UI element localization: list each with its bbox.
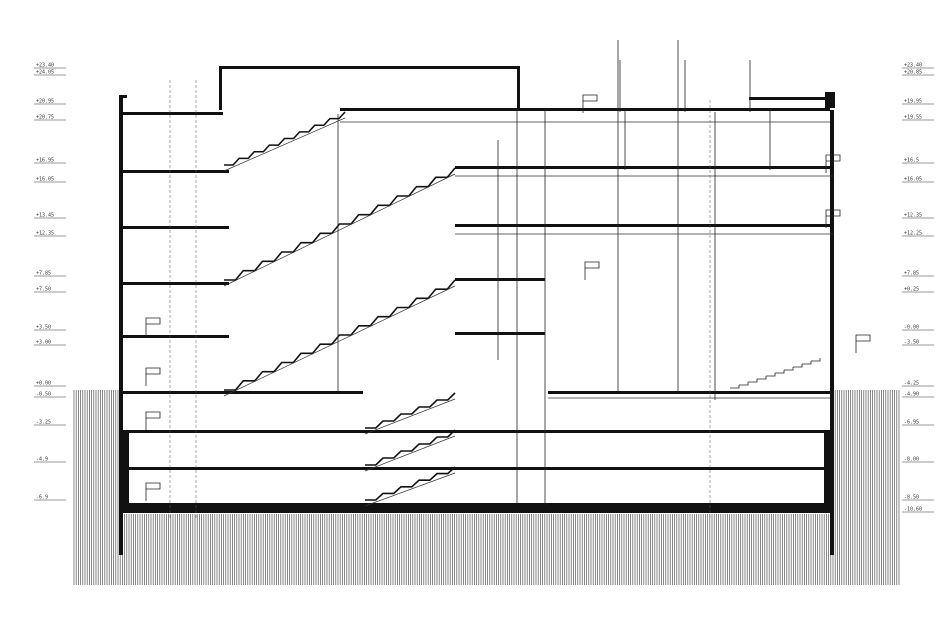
level-label: -4.90 xyxy=(904,392,919,398)
level-label: +20.85 xyxy=(904,70,922,76)
level-label: -4.25 xyxy=(904,381,919,387)
stair-soffit xyxy=(223,285,456,397)
level-label: -3.25 xyxy=(36,420,51,426)
level-label: -0.00 xyxy=(904,325,919,331)
section-marker xyxy=(145,482,161,501)
level-label: +13.45 xyxy=(36,213,54,219)
slab xyxy=(363,430,828,433)
level-label: +23.40 xyxy=(904,63,922,69)
section-marker xyxy=(855,334,871,353)
level-label: +24.05 xyxy=(36,70,54,76)
level-label: +16.05 xyxy=(36,177,54,183)
level-label: -6.9 xyxy=(36,495,48,501)
stair-soffit xyxy=(223,117,346,172)
stair-soffit xyxy=(364,435,456,472)
stair-soffit xyxy=(223,173,456,287)
section-marker xyxy=(145,411,161,430)
slab xyxy=(123,335,229,338)
slab xyxy=(363,467,828,470)
level-label: +20.75 xyxy=(36,115,54,121)
slab xyxy=(123,170,229,173)
seating-step xyxy=(802,361,812,365)
stair-soffit xyxy=(364,398,456,435)
level-label: -0.50 xyxy=(36,392,51,398)
slab xyxy=(123,282,229,285)
level-label: +16.95 xyxy=(36,158,54,164)
level-label: +7.85 xyxy=(904,271,919,277)
slab xyxy=(455,224,833,227)
slab xyxy=(123,226,229,229)
seating-step xyxy=(739,382,749,386)
level-label: +12.25 xyxy=(904,231,922,237)
level-label: +7.85 xyxy=(36,271,51,277)
floor-slabs xyxy=(123,108,833,470)
ground-right xyxy=(834,390,900,585)
level-label: +3.50 xyxy=(36,325,51,331)
stair-flight xyxy=(224,279,456,391)
level-label: +0.25 xyxy=(904,287,919,293)
slab xyxy=(455,166,833,169)
section-marker xyxy=(825,209,841,228)
level-label: +16.05 xyxy=(904,177,922,183)
seating-step xyxy=(811,358,821,362)
left-level-markers: +23.40+24.05 +20.95 +20.75 +16.95 +16.05 +13.… xyxy=(34,63,66,501)
level-label: +3.00 xyxy=(36,340,51,346)
level-label: -10.60 xyxy=(904,507,922,513)
section-marker xyxy=(145,367,161,386)
seating-step xyxy=(730,385,740,389)
level-label: -3.50 xyxy=(904,340,919,346)
seating-step xyxy=(748,379,758,383)
level-label: +0.00 xyxy=(36,381,51,387)
seating-step xyxy=(757,376,767,380)
slab xyxy=(123,112,223,115)
slab xyxy=(340,108,830,111)
level-label: +12.35 xyxy=(36,231,54,237)
section-marker xyxy=(582,94,598,113)
slab xyxy=(123,430,363,433)
slab xyxy=(548,391,830,394)
level-label: +23.40 xyxy=(36,63,54,69)
ground-hatch xyxy=(73,390,900,585)
stair-soffit xyxy=(364,472,456,507)
internal-partitions xyxy=(145,40,871,520)
level-label: -8.50 xyxy=(904,495,919,501)
building-outline xyxy=(119,66,835,555)
seating-step xyxy=(784,367,794,371)
level-label: +7.50 xyxy=(36,287,51,293)
seating-step xyxy=(766,373,776,377)
stair-flight xyxy=(365,429,456,466)
level-label: -6.95 xyxy=(904,420,919,426)
stair-flight xyxy=(365,466,456,501)
slab xyxy=(455,332,545,335)
stair-flight xyxy=(365,392,456,429)
level-label: -8.00 xyxy=(904,457,919,463)
stair-flights xyxy=(223,111,456,507)
slab xyxy=(123,391,363,394)
level-label: +19.95 xyxy=(904,99,922,105)
stair-flight xyxy=(224,111,346,166)
level-label: +20.95 xyxy=(36,99,54,105)
level-label: +16.5 xyxy=(904,158,919,164)
section-marker xyxy=(584,261,600,280)
slab xyxy=(455,278,545,281)
slab xyxy=(123,467,363,470)
section-marker xyxy=(825,154,841,173)
seating-step xyxy=(793,364,803,368)
level-label: +19.55 xyxy=(904,115,922,121)
section-marker xyxy=(145,317,161,336)
level-label: -4.9 xyxy=(36,457,48,463)
right-level-markers: +23.40+20.85 +19.95 +19.55 +16.5 +16.05 +12.3… xyxy=(902,63,934,513)
seating-step xyxy=(775,370,785,374)
level-label: +12.35 xyxy=(904,213,922,219)
stair-flight xyxy=(224,167,456,281)
